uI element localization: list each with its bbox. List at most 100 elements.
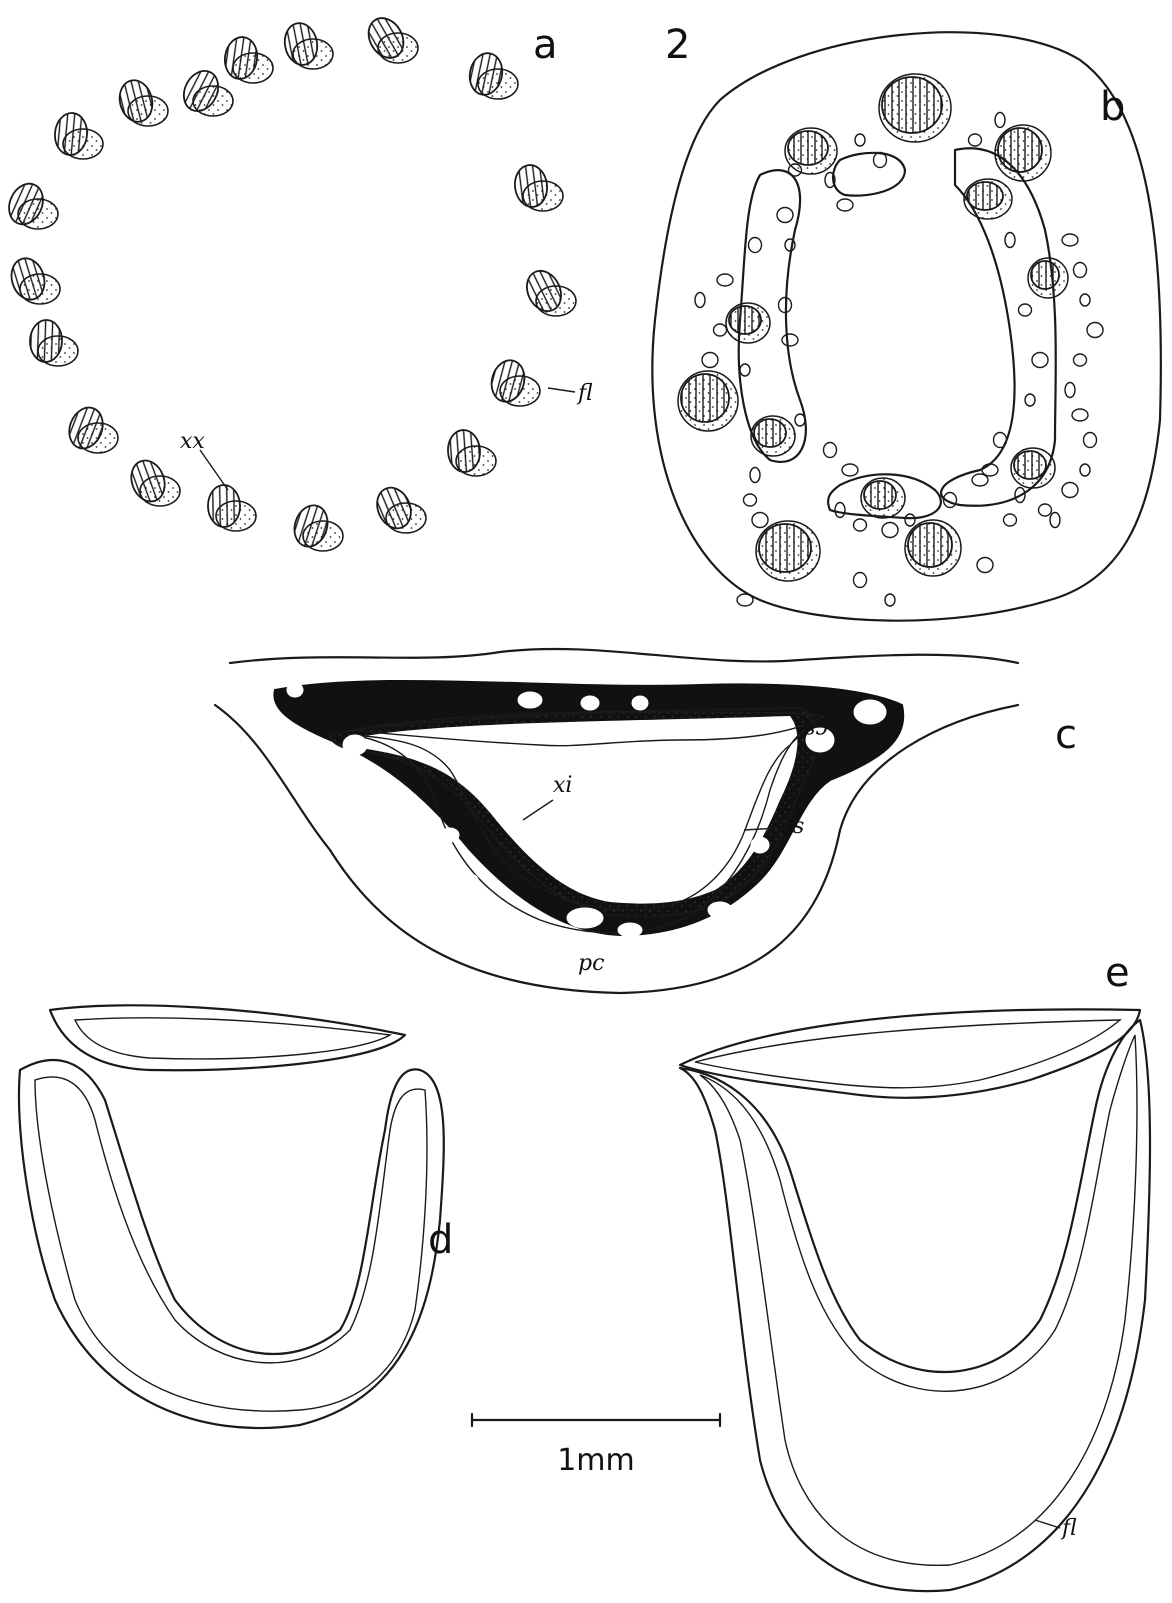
sheath-lacuna — [343, 735, 367, 755]
pore — [1080, 464, 1090, 476]
vascular-bundle — [520, 265, 576, 317]
vascular-bundle — [905, 520, 961, 576]
pore — [994, 433, 1007, 448]
pore — [749, 238, 762, 253]
pore — [977, 558, 993, 573]
pore — [717, 274, 733, 286]
vascular-bundle — [785, 128, 837, 174]
pore — [1087, 323, 1103, 338]
pore — [795, 414, 805, 426]
sheath-lacuna — [708, 902, 732, 918]
panel-c-central-cylinder — [215, 649, 1018, 993]
sheath-lacuna — [854, 700, 886, 724]
vascular-bundle — [678, 371, 738, 431]
sheath-lacuna — [287, 683, 303, 697]
pore — [1072, 409, 1088, 421]
pore — [1050, 513, 1060, 528]
panel-label-d: d — [428, 1217, 453, 1263]
pore — [1080, 294, 1090, 306]
vascular-bundle — [7, 254, 60, 304]
pore — [905, 514, 915, 526]
panel-label-e: e — [1105, 950, 1130, 996]
pore — [1074, 263, 1087, 278]
panel-a-bundle-ring — [3, 12, 576, 551]
sheath-lacuna — [441, 828, 459, 842]
pore — [740, 364, 750, 376]
pore — [842, 464, 858, 476]
pore — [1084, 433, 1097, 448]
pore — [752, 513, 768, 528]
vascular-bundle — [995, 125, 1051, 181]
pore — [969, 134, 982, 146]
pore — [835, 503, 845, 518]
pore — [750, 468, 760, 483]
panel-b-stem-section — [652, 32, 1161, 620]
vascular-bundle — [177, 65, 233, 117]
sheath-lacuna — [751, 837, 769, 853]
pore — [854, 519, 867, 531]
pore — [837, 199, 853, 211]
panel-label-a: a — [533, 22, 558, 68]
vascular-bundle — [861, 478, 905, 518]
pore — [702, 353, 718, 368]
vascular-bundle — [756, 521, 820, 581]
vascular-bundle — [115, 77, 168, 126]
vascular-bundle — [281, 20, 333, 69]
pore — [695, 293, 705, 308]
vascular-bundle — [964, 179, 1012, 219]
vascular-bundle — [751, 416, 795, 456]
pore — [1032, 353, 1048, 368]
sheath-lacuna — [581, 696, 599, 710]
figure-number: 2 — [665, 22, 690, 68]
vascular-bundle — [513, 163, 563, 211]
vascular-bundle — [222, 35, 273, 83]
vascular-bundle — [1028, 258, 1068, 298]
vascular-bundle — [53, 112, 103, 159]
vascular-bundle — [3, 178, 58, 229]
vascular-bundle — [289, 501, 343, 551]
vascular-bundle — [29, 319, 78, 366]
pore — [782, 334, 798, 346]
sheath-lacuna — [462, 874, 478, 886]
vascular-bundle — [371, 482, 426, 533]
sheath-lacuna — [518, 692, 542, 708]
label-c-pericycle: pc — [578, 951, 604, 976]
label-a-phloem: fl — [576, 381, 593, 406]
pore — [1025, 394, 1035, 406]
label-c-sclerenchyma: cs — [804, 717, 828, 742]
pore — [855, 134, 865, 146]
vascular-bundle — [726, 303, 770, 343]
vascular-bundle — [208, 485, 256, 531]
pore — [1062, 234, 1078, 246]
sheath-lacuna — [618, 923, 642, 937]
label-c-endodermis: es — [780, 814, 804, 839]
vascular-bundle — [64, 403, 118, 454]
sheath-lacuna — [415, 861, 435, 875]
pore — [1062, 483, 1078, 498]
pore — [777, 208, 793, 223]
pore — [1039, 504, 1052, 516]
pore — [737, 594, 753, 606]
panel-d-section — [19, 1005, 444, 1428]
vascular-bundle — [447, 429, 496, 476]
scale-bar-label: 1mm — [557, 1443, 635, 1478]
pore — [1074, 354, 1087, 366]
pore — [1004, 514, 1017, 526]
pore — [882, 523, 898, 538]
pore — [995, 113, 1005, 128]
vascular-bundle — [362, 12, 418, 64]
pore — [824, 443, 837, 458]
pore — [1019, 304, 1032, 316]
pore — [874, 153, 887, 168]
panel-label-b: b — [1100, 84, 1125, 130]
pore — [854, 573, 867, 588]
panel-label-c: c — [1055, 712, 1077, 758]
vascular-bundle — [879, 74, 951, 142]
pore — [1065, 383, 1075, 398]
vascular-bundle — [466, 50, 518, 99]
pore — [785, 239, 795, 251]
sheath-lacuna — [632, 696, 648, 710]
vascular-bundle — [487, 357, 540, 406]
pore — [1005, 233, 1015, 248]
label-c-xylem: xi — [553, 773, 572, 798]
